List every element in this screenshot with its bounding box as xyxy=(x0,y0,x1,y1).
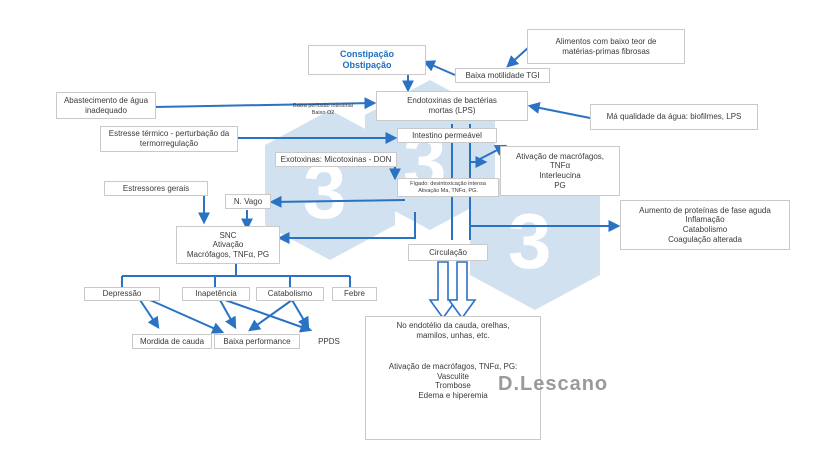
node-alimentos: Alimentos com baixo teor de matérias-pri… xyxy=(527,29,685,64)
arrow-maqualidade-to-endotoxinas xyxy=(527,101,591,119)
node-constipacao: Constipação Obstipação xyxy=(308,45,426,75)
arrow-figado-to-vago xyxy=(269,195,406,208)
watermark-digit-right: 3 xyxy=(508,197,551,285)
node-ativacao-macrofagos: Ativação de macrófagos, TNFα Interleucin… xyxy=(500,146,620,196)
node-intestino-permeavel: Intestino permeável xyxy=(397,128,497,143)
watermark-hexagon-right xyxy=(470,160,600,310)
node-baixa-motilidade: Baixa motilidade TGI xyxy=(455,68,550,83)
node-figado: Fígado: desintoxicação intensa Ativação … xyxy=(397,178,499,197)
node-snc: SNC Ativação Macrófagos, TNFα, PG xyxy=(176,226,280,264)
arrow-depressao-to-mordida xyxy=(139,299,160,329)
node-inapetencia: Inapetência xyxy=(182,287,250,301)
node-depressao: Depressão xyxy=(84,287,160,301)
node-baixa-performance: Baixa performance xyxy=(214,334,300,349)
node-febre: Febre xyxy=(332,287,377,301)
arrow-catabolismo-to-baixaperf xyxy=(248,299,293,332)
node-mordida-de-cauda: Mordida de cauda xyxy=(132,334,212,349)
node-circulacao: Circulação xyxy=(408,244,488,261)
arrow-motilidade-to-constipacao xyxy=(422,60,456,76)
node-proteinas-fase-aguda: Aumento de proteínas de fase aguda Infla… xyxy=(620,200,790,250)
node-estresse-termico: Estresse térmico - perturbação da termor… xyxy=(100,126,238,152)
node-ma-qualidade: Má qualidade da água: biofilmes, LPS xyxy=(590,104,758,130)
node-abastecimento: Abastecimento de água inadequado xyxy=(56,92,156,119)
node-n-vago: N. Vago xyxy=(225,194,271,209)
node-exotoxinas: Exotoxinas: Micotoxinas - DON xyxy=(275,152,397,167)
watermark-hexagon-left xyxy=(265,110,395,260)
big-arrow-right xyxy=(447,261,477,320)
arrow-stem-to-snc xyxy=(277,212,416,244)
big-arrow-left xyxy=(428,261,458,320)
arrow-inapetencia-to-ppds xyxy=(224,299,313,333)
node-endotelio: No endotélio da cauda, orelhas, mamilos,… xyxy=(365,316,541,440)
arrow-catabolismo-to-ppds xyxy=(291,299,310,330)
watermark-author: D.Lescano xyxy=(498,373,609,395)
node-endotoxinas: Endotoxinas de bactérias mortas (LPS) xyxy=(376,91,528,121)
node-ppds: PPDS xyxy=(318,336,340,346)
arrow-depressao-to-baixaperf xyxy=(149,299,225,334)
arrow-inapetencia-to-baixaperf xyxy=(219,299,237,330)
node-estressores-gerais: Estressores gerais xyxy=(104,181,208,196)
node-catabolismo: Catabolismo xyxy=(256,287,324,301)
arrow-abastecimento-to-endotoxinas xyxy=(154,97,377,110)
node-baixa-perfusao: Baixa perfusão intestinal Baixo O2 xyxy=(293,103,353,116)
